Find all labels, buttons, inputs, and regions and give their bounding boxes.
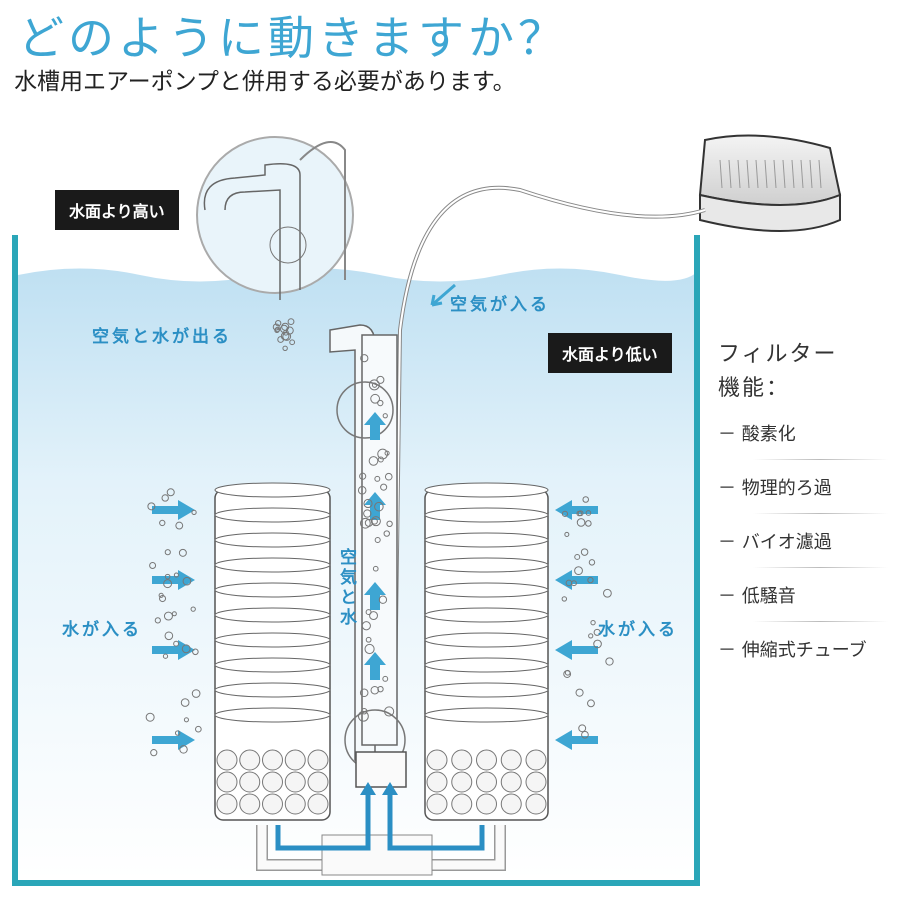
- label-water-in-right: 水が入る: [598, 620, 678, 640]
- arrow-left-icon: [555, 730, 598, 750]
- arrow-left-icon: [555, 640, 598, 660]
- features-heading-2: 機能：: [718, 376, 791, 401]
- features-heading-1: フィルター: [718, 342, 838, 367]
- label-air-and-water: 空気と水: [336, 548, 356, 628]
- page-subtitle: 水槽用エアーポンプと併用する必要があります。: [14, 69, 516, 95]
- feature-item: － バイオ濾過: [718, 514, 888, 568]
- aquarium-tank: [12, 235, 700, 886]
- page-title: どのように動きますか？: [18, 11, 568, 65]
- arrow-up-icon: [364, 582, 386, 610]
- arrow-right-icon: [152, 570, 195, 590]
- tag-above-water-surface: 水面より高い: [55, 190, 179, 230]
- label-air-water-out: 空気と水が出る: [92, 327, 232, 347]
- arrow-right-icon: [152, 500, 195, 520]
- arrow-left-icon: [555, 500, 598, 520]
- tag-below-water-surface: 水面より低い: [548, 333, 672, 373]
- feature-item: － 物理的ろ過: [718, 460, 888, 514]
- arrow-right-icon: [152, 730, 195, 750]
- arrow-left-icon: [555, 570, 598, 590]
- label-water-in-left: 水が入る: [62, 620, 142, 640]
- arrow-up-icon: [364, 412, 386, 440]
- sponge-filter: [424, 482, 549, 821]
- magnifier-inset: [196, 136, 354, 300]
- feature-item: － 低騒音: [718, 568, 888, 622]
- arrow-up-icon: [364, 652, 386, 680]
- sponge-filter: [214, 482, 331, 821]
- air-pump-icon: [698, 134, 842, 232]
- arrow-air-in-icon: [430, 283, 456, 307]
- feature-item: － 酸素化: [718, 406, 888, 460]
- label-air-in: 空気が入る: [450, 295, 550, 315]
- feature-item: － 伸縮式チューブ: [718, 640, 867, 661]
- filter-features: フィルター 機能： － 酸素化 － 物理的ろ過 － バイオ濾過 － 低騒音 － …: [718, 338, 888, 676]
